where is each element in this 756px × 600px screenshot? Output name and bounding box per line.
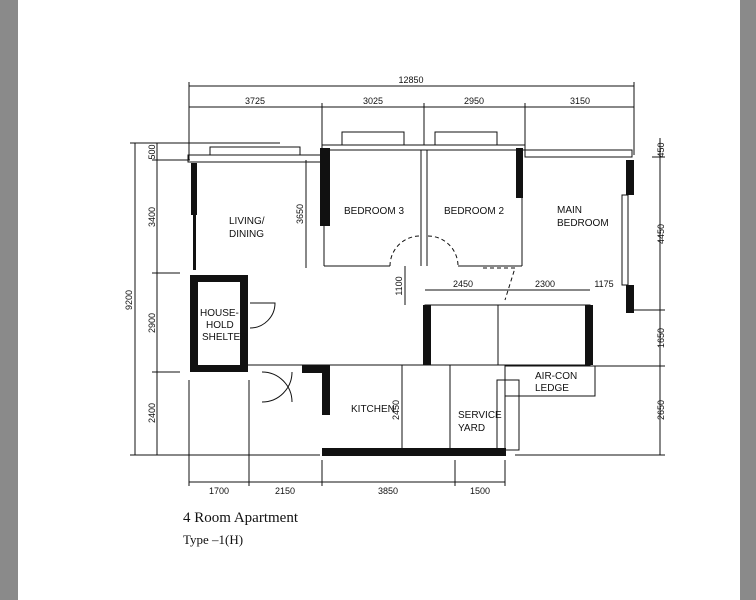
dim-right: 2650	[656, 400, 666, 420]
walls	[187, 131, 633, 455]
top-dimensions	[188, 82, 635, 160]
shelter-door	[249, 302, 276, 329]
dim-right: 1650	[656, 328, 666, 348]
entrance-door	[261, 371, 293, 403]
dim-bottom: 3850	[378, 486, 398, 496]
dim-right: 4450	[656, 224, 666, 244]
dim-bottom: 1700	[209, 486, 229, 496]
doors	[389, 235, 516, 301]
room-aircon-label: LEDGE	[535, 383, 569, 394]
dim-bath: 2450	[453, 279, 473, 289]
right-dimensions	[515, 138, 665, 456]
room-bedroom2-label: BEDROOM 2	[444, 206, 504, 217]
dim-kitchen: 2450	[391, 400, 401, 420]
dim-left: 2400	[147, 403, 157, 423]
dim-bottom: 2150	[275, 486, 295, 496]
dim-top: 3150	[570, 96, 590, 106]
room-main-bedroom-label: MAIN	[557, 205, 582, 216]
room-living-label: DINING	[229, 229, 264, 240]
dim-left: 3400	[147, 207, 157, 227]
dim-overall: 12850	[398, 75, 423, 85]
room-service-yard-label: SERVICE	[458, 410, 502, 421]
room-shelter-label: HOLD	[206, 320, 234, 331]
bottom-dimensions	[188, 380, 506, 486]
dim-left-overall: 9200	[124, 290, 134, 310]
dim-top: 2950	[464, 96, 484, 106]
dim-top: 3725	[245, 96, 265, 106]
dim-bath: 1175	[594, 279, 613, 289]
left-dimensions	[130, 142, 320, 456]
dim-corridor: 1100	[394, 276, 404, 295]
dim-bottom: 1500	[470, 486, 490, 496]
plan-type: Type –1(H)	[183, 532, 244, 547]
room-service-yard-label: YARD	[458, 423, 485, 434]
room-main-bedroom-label: BEDROOM	[557, 218, 609, 229]
page-edge-left	[0, 0, 18, 600]
dim-right: 450	[656, 142, 666, 157]
plan-title: 4 Room Apartment	[183, 510, 298, 526]
room-shelter-label: SHELTER	[202, 332, 247, 343]
page-edge-right	[740, 0, 756, 600]
room-shelter-label: HOUSE-	[200, 308, 239, 319]
structural-walls	[190, 148, 634, 456]
dim-left: 500	[147, 144, 157, 159]
dim-bath: 2300	[535, 279, 555, 289]
room-living-label: LIVING/	[229, 216, 265, 227]
dim-living-depth: 3650	[295, 204, 305, 224]
room-kitchen-label: KITCHEN	[351, 404, 395, 415]
dim-left: 2900	[147, 313, 157, 333]
dim-top: 3025	[363, 96, 383, 106]
room-bedroom3-label: BEDROOM 3	[344, 206, 404, 217]
room-aircon-label: AIR-CON	[535, 371, 577, 382]
